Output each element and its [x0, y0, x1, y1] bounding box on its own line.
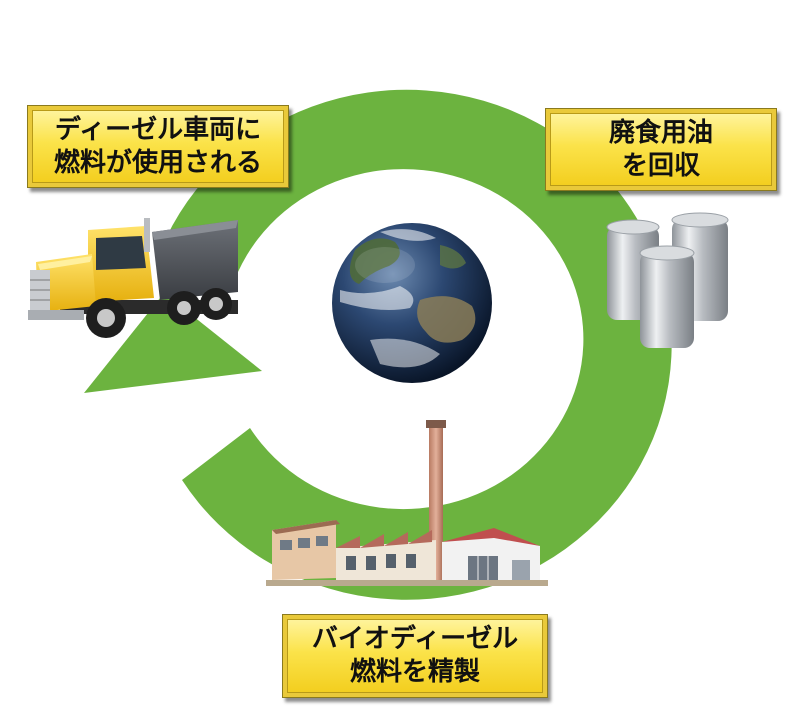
refinery-factory-icon	[266, 420, 548, 586]
label-refine-fuel-line2: 燃料を精製	[349, 657, 480, 687]
label-diesel-use-line2: 燃料が使用される	[53, 147, 262, 178]
cycle-arrow	[84, 89, 672, 600]
label-refine-fuel-line1: バイオディーゼル	[311, 624, 519, 654]
label-collect-oil-line1: 廃食用油	[608, 117, 713, 148]
cycle-arrow-ring	[166, 89, 672, 600]
earth-globe-icon	[332, 223, 492, 383]
cycle-arrowhead-icon	[84, 293, 262, 393]
label-collect-oil-line2: を回収	[621, 150, 700, 181]
label-collect-oil: 廃食用油 を回収	[545, 108, 777, 191]
label-diesel-use-line1: ディーゼル車両に	[54, 114, 262, 145]
label-diesel-use: ディーゼル車両に 燃料が使用される	[27, 105, 289, 188]
can-front	[639, 245, 695, 348]
dump-truck-icon	[28, 218, 238, 338]
label-refine-fuel: バイオディーゼル 燃料を精製	[282, 614, 548, 698]
metal-cans-icon	[606, 212, 729, 348]
